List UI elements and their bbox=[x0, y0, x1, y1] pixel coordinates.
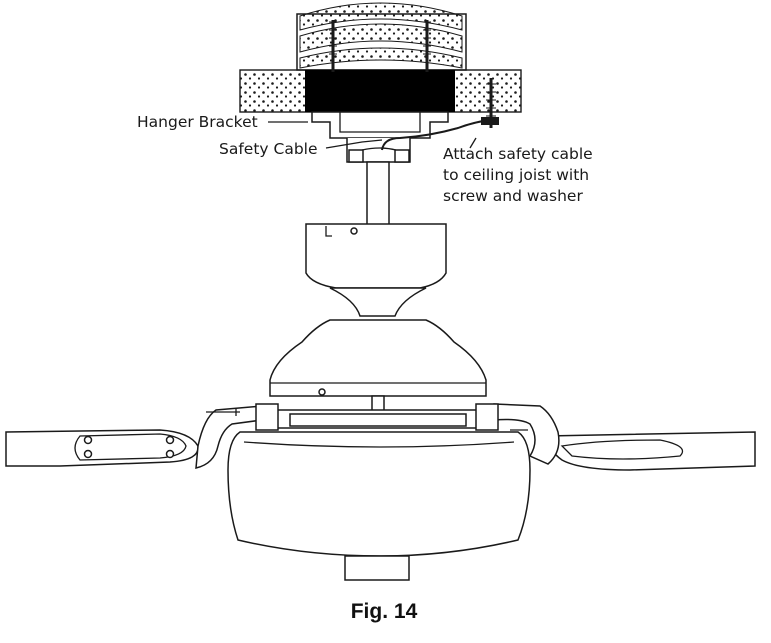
figure-caption: Fig. 14 bbox=[351, 600, 418, 623]
ceiling-joist bbox=[239, 2, 522, 113]
switch-housing bbox=[227, 431, 531, 581]
attach-instruction-line-3: screw and washer bbox=[443, 187, 583, 205]
down-rod bbox=[366, 161, 390, 227]
attach-instruction-line-2: to ceiling joist with bbox=[443, 166, 589, 184]
motor-housing bbox=[259, 319, 497, 429]
safety-cable bbox=[381, 119, 491, 151]
blade-arm-left bbox=[195, 403, 279, 469]
attach-instruction-line-1: Attach safety cable bbox=[443, 145, 593, 163]
outlet-box bbox=[305, 70, 455, 112]
hanger-bracket bbox=[311, 111, 449, 163]
canopy bbox=[305, 223, 447, 317]
safety-cable-label: Safety Cable bbox=[219, 140, 318, 158]
blade-arm-right bbox=[475, 403, 560, 465]
hanger-bracket-label: Hanger Bracket bbox=[137, 113, 258, 131]
fan-blade-right bbox=[545, 431, 756, 471]
leader-lines bbox=[268, 121, 477, 149]
fan-blade-left bbox=[5, 429, 199, 467]
